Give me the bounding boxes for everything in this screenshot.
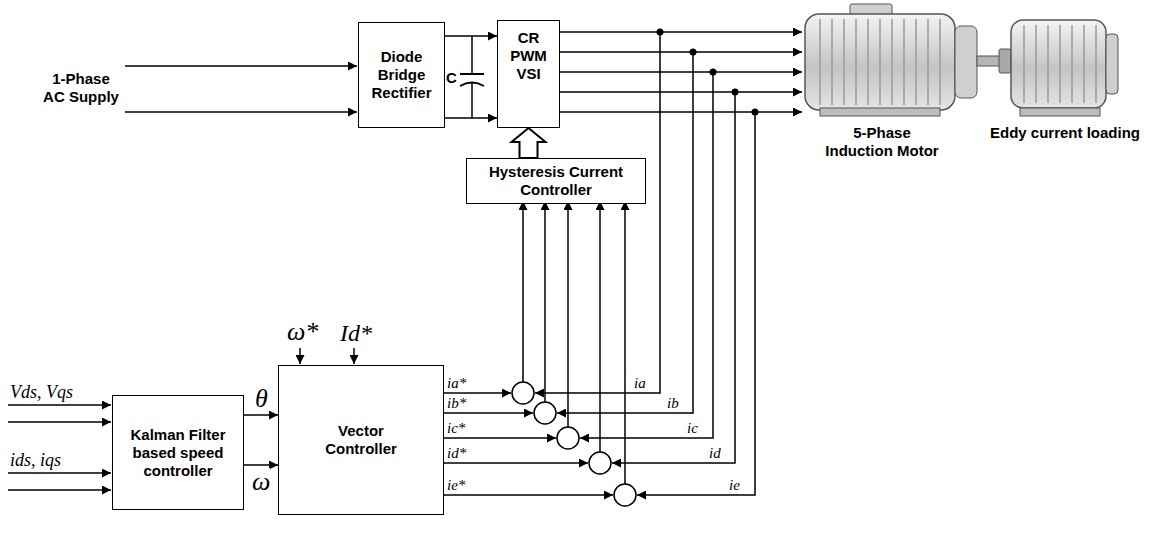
signal-name: ib* [447, 395, 466, 411]
reference-wire [440, 392, 511, 394]
input-wire [353, 348, 355, 364]
estimator-box: Kalman Filter based speed controller [112, 395, 244, 510]
input-wire [8, 421, 111, 423]
signal-name: ia* [447, 375, 466, 391]
signal-connector [445, 117, 497, 119]
signal-name: id* [447, 445, 466, 461]
motor-feet [820, 108, 940, 116]
vector-controller-box: Vector Controller [278, 365, 444, 515]
current-controller-box: Hysteresis Current Controller [466, 158, 646, 204]
reference-wire [440, 494, 613, 496]
node-text: Kalman Filter based speed controller [119, 426, 237, 480]
signal-name: ie* [447, 477, 465, 493]
input-wire [299, 348, 301, 364]
supply-wire [125, 111, 357, 113]
shaft-coupling [999, 49, 1011, 73]
reference-wire [440, 412, 533, 414]
capacitor-wire [471, 36, 473, 74]
machine-label: 5-Phase Induction Motor [822, 124, 942, 160]
summing-junction [512, 382, 534, 404]
node-text: CR PWM VSI [501, 29, 556, 83]
signal-name: ic [687, 420, 698, 436]
summing-junction [534, 402, 556, 424]
phase-wire [556, 71, 802, 73]
phase-wire [556, 51, 802, 53]
capacitor-plate [460, 73, 484, 75]
brake-fins [1024, 25, 1096, 103]
error-wire [544, 201, 546, 402]
feedback-wire [612, 92, 735, 463]
error-wire [599, 201, 601, 452]
brake-feet [1020, 108, 1100, 116]
reference-wire [440, 462, 588, 464]
supply-label: 1-Phase AC Supply [42, 70, 120, 106]
supply-wire [125, 65, 357, 67]
phase-wire [556, 111, 802, 113]
rectifier-box: Diode Bridge Rectifier [358, 22, 445, 128]
input-wire [8, 472, 111, 474]
node-text: Vector Controller [309, 422, 413, 458]
phase-wire [556, 31, 802, 33]
brake-body [1011, 20, 1106, 108]
component-label: C [446, 69, 457, 87]
node-text: Hysteresis Current Controller [475, 163, 637, 199]
signal-connector [244, 414, 278, 416]
edge-label: θ [255, 385, 268, 413]
signal-name: ia [634, 375, 646, 391]
input-wire [8, 489, 111, 491]
summing-junction [589, 452, 611, 474]
brake-end [1106, 34, 1118, 94]
signal-name: id [709, 445, 721, 461]
input-wire [8, 404, 111, 406]
edge-label: ω [252, 468, 270, 496]
signal-connector [244, 464, 278, 466]
inverter-box: CR PWM VSI [497, 20, 560, 128]
motor-shaft [977, 56, 1000, 66]
phase-wire [556, 91, 802, 93]
signal-name: ib [667, 395, 679, 411]
signal-bus-arrow [512, 128, 546, 158]
signal-connector [445, 35, 497, 37]
reference-wire [440, 437, 556, 439]
node-text: Diode Bridge Rectifier [363, 48, 440, 102]
motor-illustration [805, 4, 1118, 116]
signal-name: Id* [340, 320, 372, 346]
error-wire [624, 201, 626, 484]
signal-name: ids, iqs [10, 450, 61, 470]
summing-junction [557, 427, 579, 449]
error-wire [567, 201, 569, 427]
motor-body [805, 14, 955, 110]
motor-fins [820, 19, 940, 105]
summing-junction [614, 484, 636, 506]
capacitor-wire [471, 82, 473, 118]
signal-name: ie [729, 477, 740, 493]
signal-name: ic* [447, 420, 465, 436]
feedback-wire [637, 112, 755, 495]
error-wire [522, 201, 524, 382]
motor-end-bell [955, 26, 977, 98]
machine-label: Eddy current loading [990, 124, 1140, 142]
signal-name: Vds, Vqs [10, 382, 73, 402]
signal-name: ω* [287, 318, 318, 346]
